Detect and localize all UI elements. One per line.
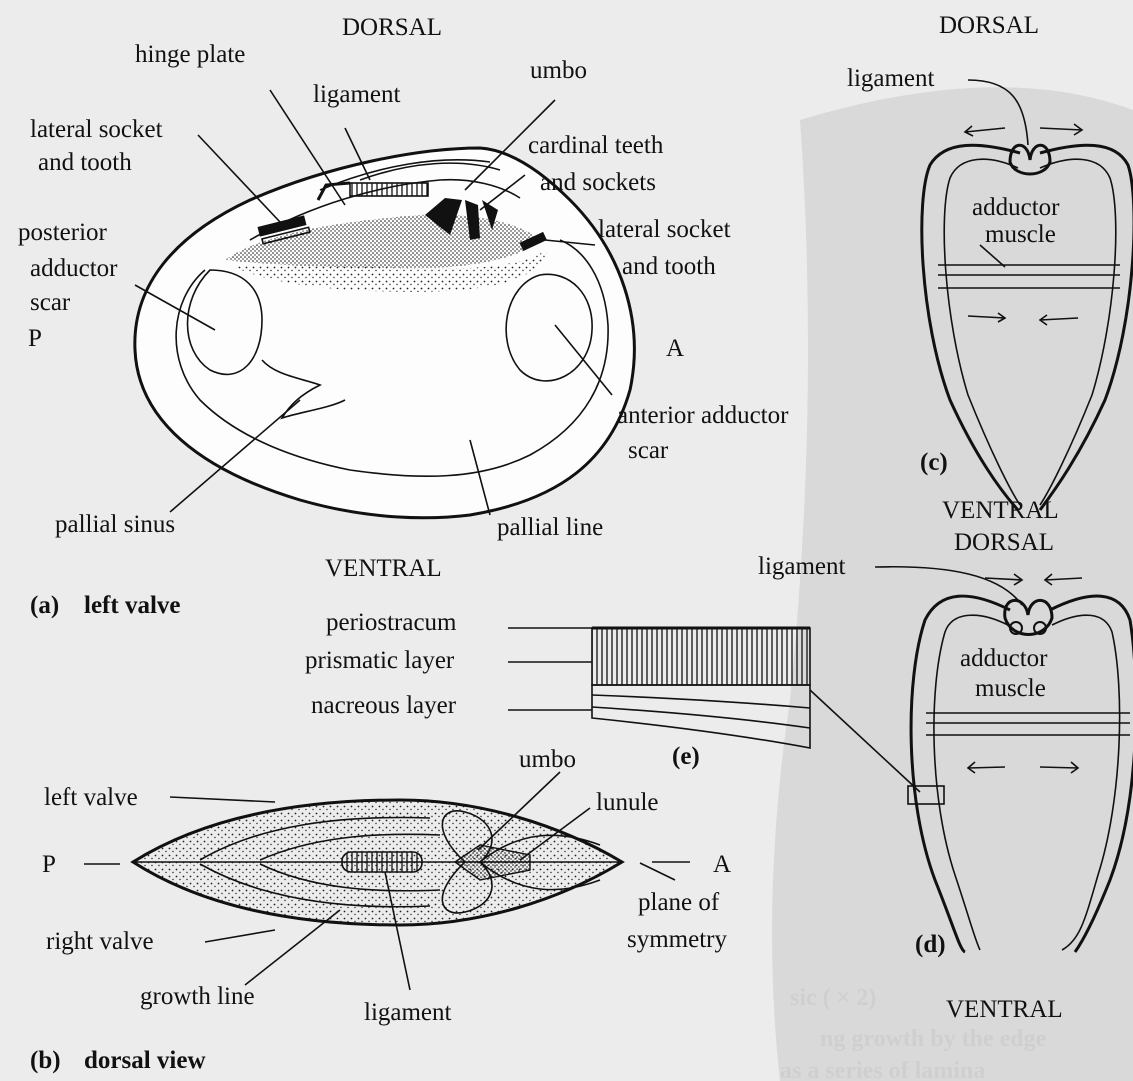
label-a-posterior: P <box>28 325 42 352</box>
label-b-ligament: ligament <box>364 999 452 1026</box>
label-ant-adductor-2: scar <box>628 437 669 464</box>
label-b-umbo: umbo <box>519 746 576 773</box>
label-nacreous: nacreous layer <box>311 692 457 719</box>
label-growth-line: growth line <box>140 983 255 1010</box>
label-c-ligament: ligament <box>847 65 935 92</box>
label-post-adductor-1: posterior <box>18 219 108 246</box>
bleed-line-2: ng growth by the edge <box>820 1026 1047 1052</box>
label-d-ventral: VENTRAL <box>946 996 1063 1023</box>
label-a-anterior: A <box>666 335 684 362</box>
label-lateral-anterior-2: and tooth <box>622 253 716 280</box>
label-b-letter: (b) <box>30 1047 61 1074</box>
label-lateral-posterior-1: lateral socket <box>30 116 163 143</box>
prismatic-layer-block <box>592 628 810 685</box>
label-c-letter: (c) <box>920 449 948 476</box>
dorsal-ligament <box>342 852 422 872</box>
label-left-valve: left valve <box>44 784 138 811</box>
label-lunule: lunule <box>596 789 659 816</box>
label-a-ventral: VENTRAL <box>325 555 442 582</box>
label-plane-1: plane of <box>638 889 720 916</box>
label-c-adductor-1: adductor <box>972 194 1060 221</box>
label-hinge-plate: hinge plate <box>135 41 245 68</box>
label-pallial-sinus: pallial sinus <box>55 511 175 538</box>
label-d-letter: (d) <box>915 931 946 958</box>
label-e-letter: (e) <box>672 743 700 770</box>
label-a-ligament: ligament <box>313 81 401 108</box>
label-lateral-anterior-1: lateral socket <box>598 216 731 243</box>
ligament-bar <box>350 183 428 196</box>
label-cardinal-1: cardinal teeth <box>528 132 664 159</box>
label-d-ligament: ligament <box>758 553 846 580</box>
label-lateral-posterior-2: and tooth <box>38 149 132 176</box>
label-periostracum: periostracum <box>326 609 457 636</box>
label-cardinal-2: and sockets <box>540 169 656 196</box>
label-pallial-line: pallial line <box>497 514 603 541</box>
label-d-dorsal: DORSAL <box>954 529 1054 556</box>
bleed-line-1: sic ( × 2) <box>790 985 876 1011</box>
label-c-adductor-2: muscle <box>985 221 1056 248</box>
label-a-umbo: umbo <box>530 57 587 84</box>
label-post-adductor-3: scar <box>30 289 71 316</box>
label-c-dorsal: DORSAL <box>939 12 1039 39</box>
label-d-adductor-1: adductor <box>960 645 1048 672</box>
bleed-line-3: as a series of lamina <box>780 1058 985 1081</box>
label-ant-adductor-1: anterior adductor <box>617 402 789 429</box>
label-b-title: dorsal view <box>84 1047 206 1074</box>
label-a-letter: (a) <box>30 592 59 619</box>
label-a-title: left valve <box>84 592 180 619</box>
label-c-ventral: VENTRAL <box>942 497 1059 524</box>
label-b-anterior: A <box>713 851 731 878</box>
label-d-adductor-2: muscle <box>975 675 1046 702</box>
label-b-posterior: P <box>42 851 56 878</box>
label-prismatic: prismatic layer <box>305 647 455 674</box>
label-a-dorsal: DORSAL <box>342 14 442 41</box>
label-right-valve: right valve <box>46 928 154 955</box>
label-plane-2: symmetry <box>627 926 727 953</box>
label-post-adductor-2: adductor <box>30 255 118 282</box>
